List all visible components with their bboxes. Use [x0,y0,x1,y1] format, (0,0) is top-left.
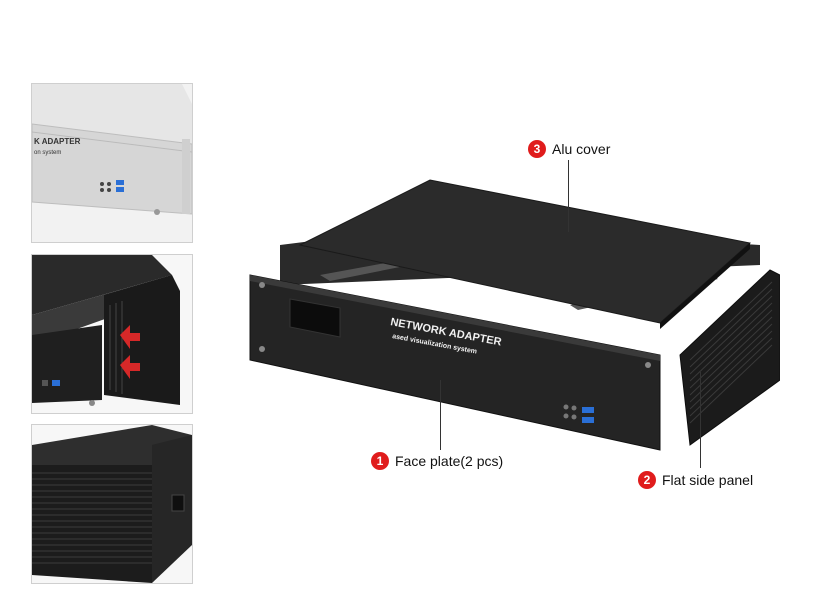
thumbnail-side-panel-install[interactable] [31,254,193,414]
callout-label: Flat side panel [662,472,754,488]
callout-alu-cover: 3 Alu cover [528,140,610,158]
thumbnail-silver-chassis[interactable]: K ADAPTER on system [31,83,193,243]
exploded-chassis-illustration: NETWORK ADAPTER ased visualization syste… [249,179,780,451]
heatsink-side-illustration [32,425,192,583]
face-plate-shape [249,274,661,451]
callout-label: Alu cover [552,141,611,157]
usb-port [582,407,594,413]
callout-number-badge: 1 [371,452,389,470]
callout-flat-side-panel: 2 Flat side panel [638,471,753,489]
silver-brand-text-1: K ADAPTER [34,137,81,146]
callout-number-badge: 3 [528,140,546,158]
callout-face-plate: 1 Face plate(2 pcs) [371,452,503,470]
silver-chassis-illustration: K ADAPTER on system [32,84,192,242]
side-panel-install-illustration [32,255,192,413]
leader-line-side-panel [700,372,701,468]
indicator-led [563,404,569,410]
leader-line-face-plate [440,380,441,450]
leader-line-cover [568,160,569,232]
thumbnail-heatsink-side[interactable] [31,424,193,584]
callout-label: Face plate(2 pcs) [395,453,504,469]
callout-number-badge: 2 [638,471,656,489]
silver-brand-text-2: on system [34,150,61,156]
display-window [289,298,341,338]
